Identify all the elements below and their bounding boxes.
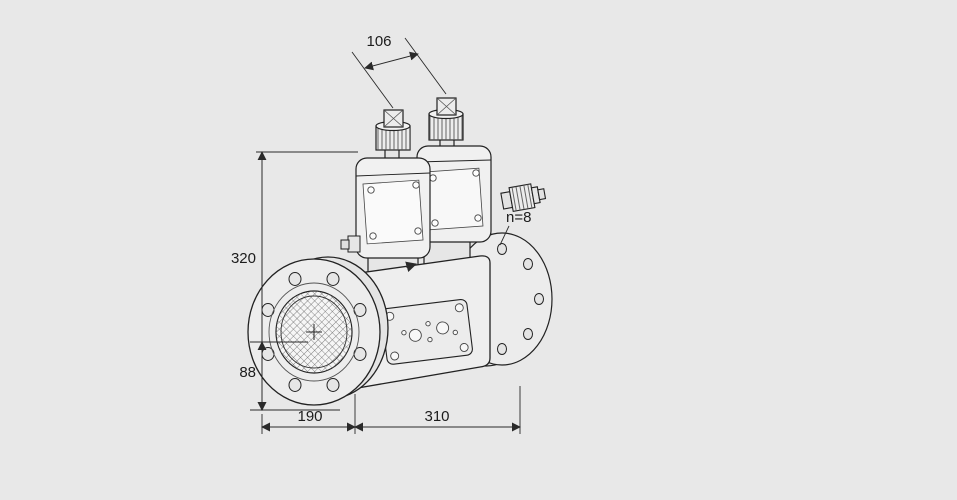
dim-top-label: 106	[366, 33, 391, 50]
dim-flange-offset-label: 190	[297, 408, 322, 425]
flange-center-mark	[306, 324, 322, 340]
callout-bolt-count: n=8	[499, 209, 531, 246]
cable-gland	[347, 235, 361, 253]
dimension-88: 88	[239, 341, 308, 411]
dim-height-label: 320	[231, 250, 256, 267]
dimension-106: 106	[351, 33, 447, 109]
body-mounting-plate	[381, 298, 473, 365]
test-point-fitting	[500, 183, 547, 213]
dimension-annotations: 106 320 88 190 310	[231, 33, 531, 434]
dimension-310: 310	[354, 386, 521, 434]
dim-length-label: 310	[424, 408, 449, 425]
bolt-count-label: n=8	[506, 209, 531, 226]
solenoid-rear	[416, 97, 492, 267]
front-flange	[247, 256, 389, 406]
front-coil-label-plate	[362, 179, 424, 245]
solenoid-front	[340, 109, 431, 282]
dim-axis-bottom-label: 88	[239, 364, 256, 381]
flow-direction-arrow	[405, 261, 418, 272]
